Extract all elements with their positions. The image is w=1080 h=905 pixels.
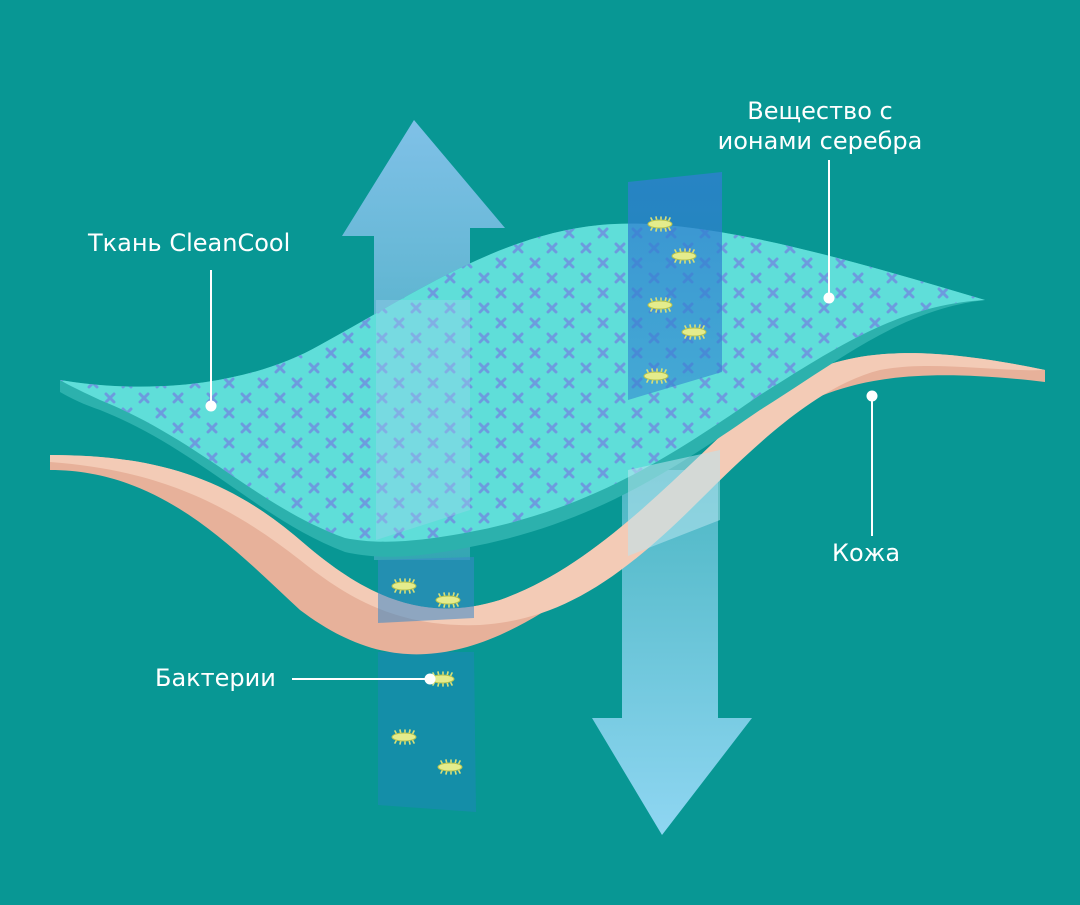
leader-silver	[823, 160, 835, 304]
label-silver-line2: ионами серебра	[717, 127, 923, 155]
leader-fabric	[205, 270, 217, 412]
leader-bacteria	[292, 673, 436, 685]
label-fabric: Ткань CleanCool	[88, 229, 291, 257]
label-skin: Кожа	[832, 539, 901, 567]
skin-layer	[50, 353, 1045, 655]
bacteria-band-middle	[378, 557, 474, 623]
silver-band-light	[628, 450, 720, 556]
skin-top-surface	[50, 353, 1045, 626]
fabric-pattern-overlay	[60, 223, 985, 542]
leader-skin	[866, 390, 878, 536]
label-bacteria: Бактерии	[155, 664, 276, 692]
arrow-up-overlay	[376, 300, 470, 540]
label-silver-ions: Вещество с ионами серебра	[700, 96, 940, 156]
label-silver-line1: Вещество с	[747, 97, 893, 125]
silver-ion-band	[628, 172, 722, 400]
